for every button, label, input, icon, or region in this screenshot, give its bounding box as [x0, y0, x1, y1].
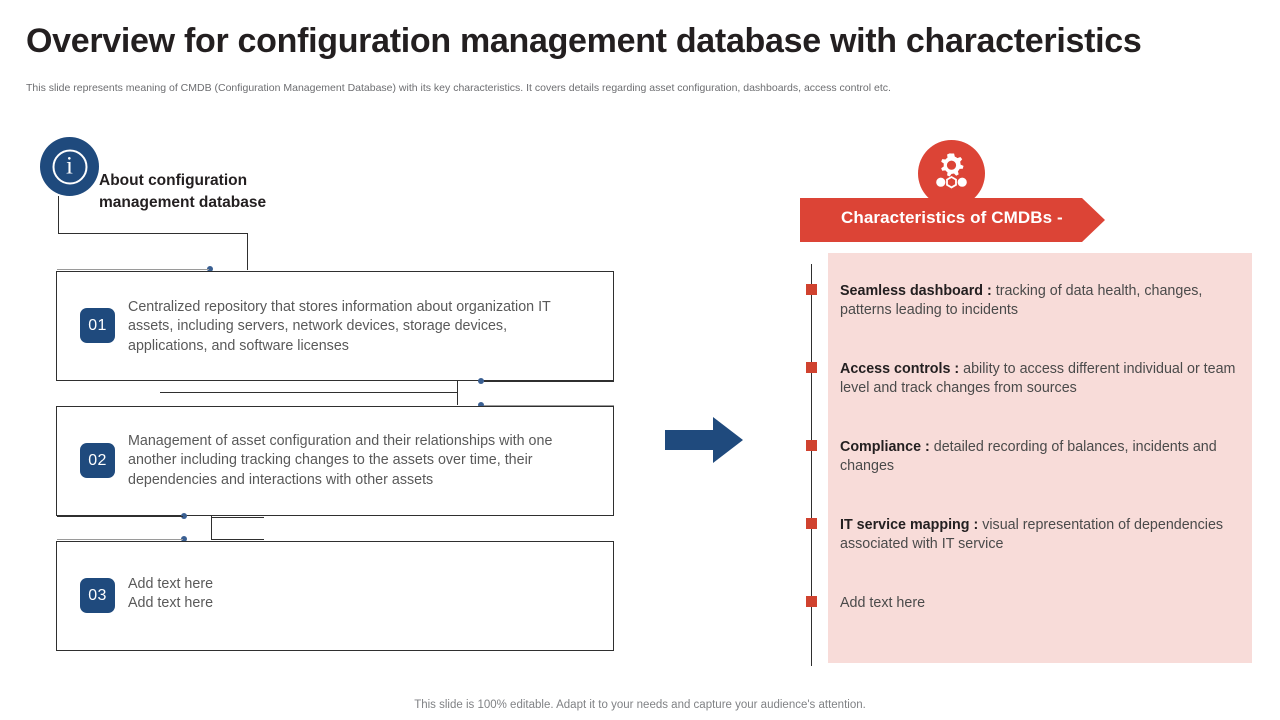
connector-dot: [478, 402, 484, 408]
connector-segment: [160, 392, 458, 394]
connector-segment: [247, 233, 249, 270]
feature-desc: visual representation of dependencies as…: [840, 517, 1224, 553]
info-card-03: [56, 541, 614, 651]
feature-desc: ability to access different individual o…: [840, 361, 1236, 397]
about-heading: About configuration management database: [99, 172, 267, 211]
characteristics-panel: [828, 253, 1252, 663]
feature-item: Compliance : detailed recording of balan…: [840, 438, 1240, 477]
feature-bullet: [806, 596, 817, 607]
step-number-badge-02: 02: [80, 443, 115, 478]
feature-item: Seamless dashboard : tracking of data he…: [840, 282, 1240, 321]
connector-dot: [207, 266, 213, 272]
gear-icon: [918, 140, 985, 207]
feature-term: Access controls :: [840, 361, 960, 377]
info-card-text-03: Add text here Add text here: [128, 575, 428, 614]
step-number-badge-01: 01: [80, 308, 115, 343]
right-arrow-icon: [665, 417, 743, 463]
connector-segment: [211, 516, 213, 540]
page-subtitle: This slide represents meaning of CMDB (C…: [26, 82, 891, 94]
info-card-02: [56, 406, 614, 516]
info-icon-ring: i: [52, 149, 87, 184]
connector-segment: [484, 405, 614, 407]
connector-dot: [478, 378, 484, 384]
info-icon-glyph: i: [66, 152, 73, 179]
feature-item: Access controls : ability to access diff…: [840, 360, 1240, 399]
connector-segment: [57, 516, 183, 518]
characteristics-banner: [800, 198, 1105, 242]
feature-bullet: [806, 362, 817, 373]
feature-bullet: [806, 284, 817, 295]
feature-bullet: [806, 440, 817, 451]
connector-dot: [181, 513, 187, 519]
step-number-badge-03: 03: [80, 578, 115, 613]
feature-item: Add text here: [840, 594, 1240, 613]
info-card-text-03-line2: Add text here: [128, 595, 214, 612]
connector-segment: [57, 539, 183, 541]
info-card-text-03-line1: Add text here: [128, 576, 214, 592]
connector-segment: [58, 233, 248, 235]
feature-term: Compliance :: [840, 439, 930, 455]
connector-segment: [211, 517, 264, 519]
connector-segment: [57, 269, 209, 271]
feature-term: Seamless dashboard :: [840, 283, 992, 299]
feature-desc: detailed recording of balances, incident…: [840, 439, 1217, 475]
connector-dot: [181, 536, 187, 542]
feature-desc: tracking of data health, changes, patter…: [840, 283, 1203, 319]
feature-item: IT service mapping : visual representati…: [840, 516, 1240, 555]
connector-segment: [211, 539, 264, 541]
feature-desc: Add text here: [840, 595, 926, 611]
connector-segment: [484, 381, 614, 383]
timeline-rail: [811, 264, 813, 666]
footer-note: This slide is 100% editable. Adapt it to…: [414, 699, 866, 711]
info-card-text-01: Centralized repository that stores infor…: [128, 299, 551, 354]
page-title: Overview for configuration management da…: [26, 22, 1142, 60]
info-icon: i: [40, 137, 99, 196]
info-card-01: [56, 271, 614, 381]
characteristics-banner-label: Characteristics of CMDBs -: [841, 208, 1063, 227]
feature-bullet: [806, 518, 817, 529]
feature-term: IT service mapping :: [840, 517, 979, 533]
info-card-text-02: Management of asset configuration and th…: [128, 433, 553, 488]
connector-segment: [58, 196, 60, 234]
